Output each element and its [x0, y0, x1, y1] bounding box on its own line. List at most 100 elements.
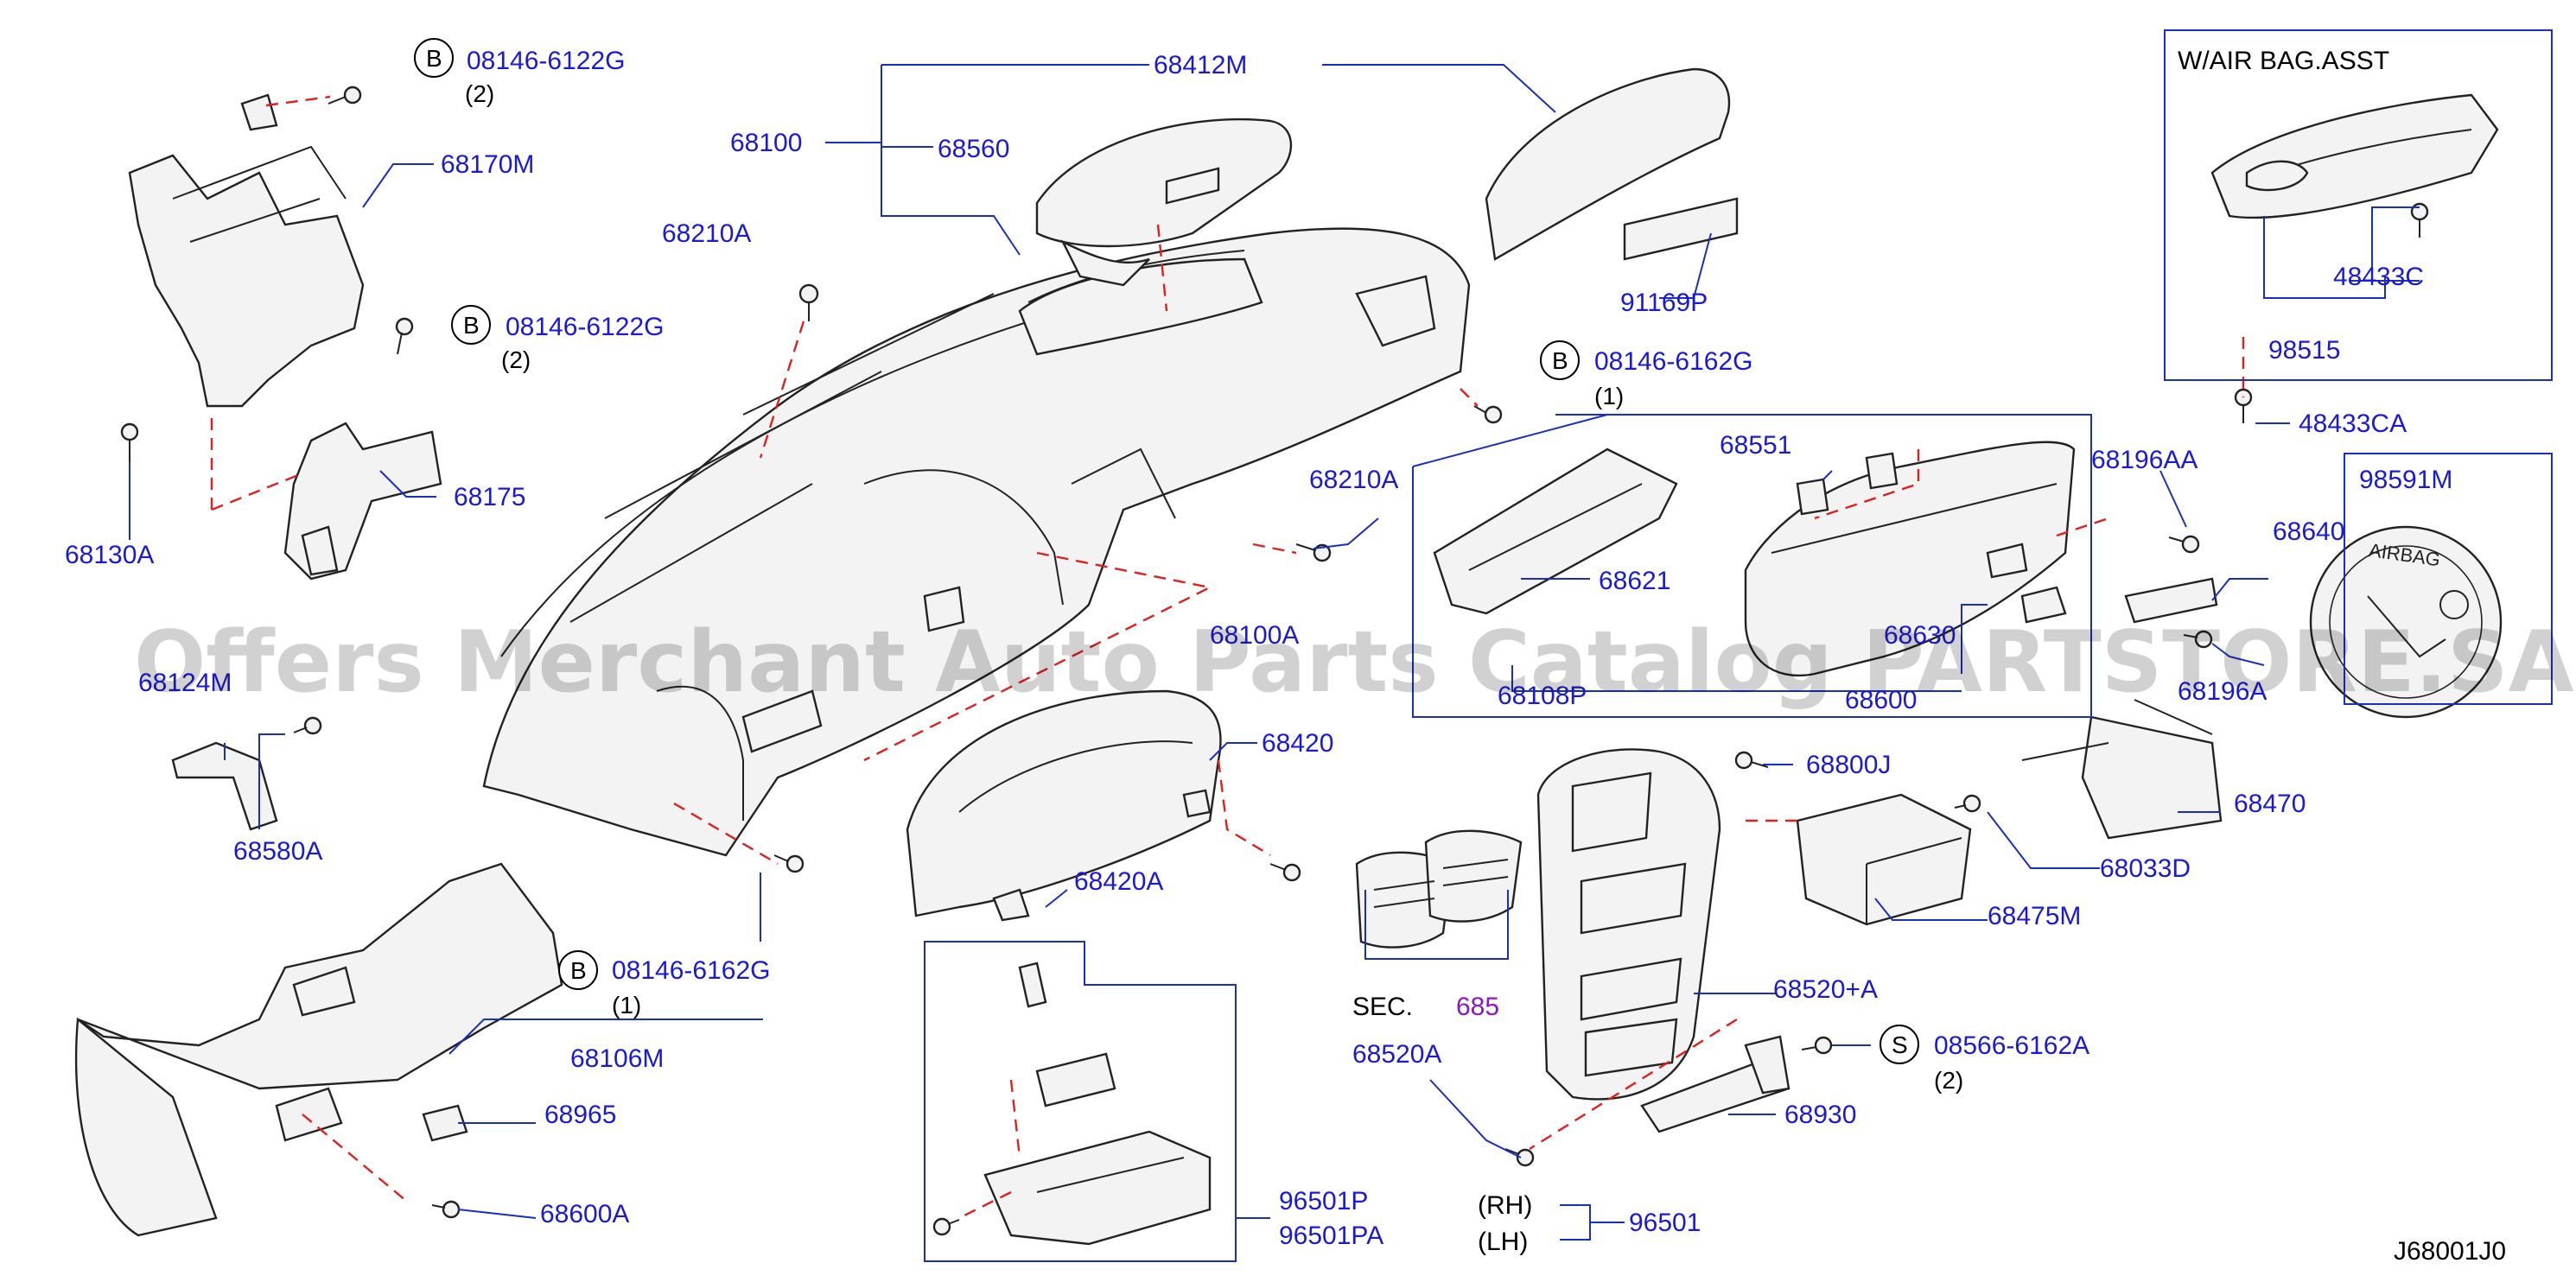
upper-cover-illustration: [1485, 67, 1731, 261]
fastener-badge-4: B 08146-6162G (1): [558, 950, 771, 1019]
ashtray-illustration: [983, 962, 1212, 1246]
label-68196A: 68196A: [2178, 677, 2267, 706]
instrument-panel-illustration: [482, 227, 1471, 857]
label-48433CA: 48433CA: [2299, 409, 2407, 438]
airbag-assy-illustration: [2210, 93, 2499, 219]
fastener-badge-1: B 08146-6122G (2): [414, 38, 626, 107]
label-68130A: 68130A: [65, 541, 154, 569]
bracket-68170M-illustration: [128, 93, 365, 408]
label-68420A: 68420A: [1074, 867, 1163, 896]
label-68965: 68965: [544, 1101, 616, 1129]
section-reference: SEC. 685: [1352, 993, 1499, 1021]
label-68520plusA: 68520+A: [1773, 975, 1878, 1004]
badge-circle-icon: [558, 950, 598, 990]
fastener-part-number: 08566-6162A: [1934, 1031, 2089, 1060]
badge-circle-icon: [1880, 1025, 1919, 1064]
label-68475M: 68475M: [1988, 902, 2081, 930]
fastener-part-number: 08146-6122G: [506, 313, 665, 341]
label-68420: 68420: [1262, 729, 1333, 758]
label-68930: 68930: [1784, 1101, 1856, 1129]
label-68170M: 68170M: [441, 150, 534, 179]
badge-circle-icon: [451, 305, 491, 345]
bracket-68930-illustration: [1640, 1035, 1790, 1133]
latch-68630-illustration: [2020, 586, 2067, 624]
badge-letter: B: [1552, 347, 1568, 374]
diagram-code: J68001J0: [2394, 1237, 2506, 1266]
section-number: 685: [1456, 993, 1499, 1021]
label-68470: 68470: [2234, 790, 2306, 818]
meter-hood-illustration: [906, 689, 1222, 922]
badge-letter: S: [1892, 1031, 1908, 1058]
fastener-part-number: 08146-6122G: [467, 47, 626, 75]
label-48433C: 48433C: [2333, 263, 2424, 291]
label-91169P: 91169P: [1620, 289, 1708, 317]
badge-letter: B: [426, 45, 442, 72]
fastener-badge-5: S 08566-6162A (2): [1880, 1025, 2089, 1094]
label-68640: 68640: [2273, 517, 2344, 546]
label-96501: 96501: [1629, 1209, 1701, 1237]
fastener-qty: (2): [1934, 1067, 1963, 1094]
label-68600A: 68600A: [540, 1200, 629, 1228]
badge-letter: B: [570, 957, 587, 984]
label-68106M: 68106M: [570, 1044, 664, 1073]
section-prefix: SEC.: [1352, 993, 1413, 1021]
label-68033D: 68033D: [2100, 854, 2191, 883]
bracket-68124M-illustration: [171, 741, 278, 831]
airbag-assy-box: [2164, 29, 2553, 381]
label-68560: 68560: [938, 135, 1009, 163]
fastener-qty: (1): [612, 992, 641, 1019]
fastener-qty: (1): [1594, 383, 1624, 409]
label-68100A: 68100A: [1210, 621, 1299, 650]
airbag-emblem-illustration: AIRBAG: [2309, 525, 2503, 719]
label-68520A: 68520A: [1352, 1040, 1441, 1069]
label-68412M: 68412M: [1154, 51, 1247, 79]
fastener-qty: (2): [465, 80, 494, 107]
lh-label: (LH): [1478, 1228, 1528, 1256]
badge-circle-icon: [414, 38, 454, 78]
screw-icons: [120, 86, 2429, 1236]
label-68196AA: 68196AA: [2091, 446, 2198, 474]
vents-illustration: [1355, 829, 1523, 949]
label-68600: 68600: [1845, 686, 1917, 714]
fastener-part-number: 08146-6162G: [612, 956, 771, 985]
upper-lid-illustration: [1035, 117, 1292, 287]
fastener-badge-3: B 08146-6162G (1): [1540, 340, 1753, 409]
label-96501P: 96501P: [1279, 1187, 1368, 1215]
label-68210A-top: 68210A: [662, 219, 751, 248]
label-68124M: 68124M: [138, 669, 232, 697]
badge-letter: B: [463, 312, 480, 339]
airbag-box-title: W/AIR BAG.ASST: [2178, 47, 2389, 75]
label-68630: 68630: [1884, 621, 1956, 650]
emblem-box: [2344, 453, 2553, 705]
label-98591M: 98591M: [2359, 466, 2452, 494]
bracket-68175-illustration: [283, 422, 442, 581]
fastener-part-number: 08146-6162G: [1594, 347, 1753, 376]
badge-circle-icon: [1540, 340, 1580, 380]
watermark: Offers Merchant Auto Parts Catalog PARTS…: [134, 613, 2574, 712]
label-96501PA: 96501PA: [1279, 1222, 1383, 1250]
bracket-68470-illustration: [2021, 699, 2223, 840]
leader-lines: [129, 64, 2420, 1262]
label-68175: 68175: [454, 483, 525, 511]
label-plate-illustration: [1623, 197, 1739, 261]
center-cluster-illustration: [1536, 748, 1721, 1101]
lower-panel-illustration: [74, 862, 563, 1237]
part-labels: 68412M 68100 68560 68170M 68210A 68175 6…: [65, 51, 2452, 1250]
label-68800J: 68800J: [1806, 751, 1891, 779]
glove-lid-illustration: [1433, 447, 1678, 615]
plate-68965-illustration: [422, 1104, 468, 1142]
label-68100: 68100: [730, 129, 802, 157]
assembly-dashed-lines: [210, 95, 2245, 1220]
label-68551: 68551: [1720, 431, 1791, 460]
rh-label: (RH): [1478, 1191, 1532, 1220]
label-98515: 98515: [2268, 336, 2340, 365]
latch-68640-illustration: [2124, 577, 2218, 624]
label-68621: 68621: [1599, 567, 1670, 595]
pocket-68475M-illustration: [1796, 793, 1972, 926]
fastener-qty: (2): [501, 346, 531, 373]
label-68580A: 68580A: [233, 837, 322, 866]
label-68108P: 68108P: [1498, 682, 1587, 710]
label-68210A-mid: 68210A: [1309, 466, 1398, 494]
fastener-badge-2: B 08146-6122G (2): [451, 305, 665, 373]
